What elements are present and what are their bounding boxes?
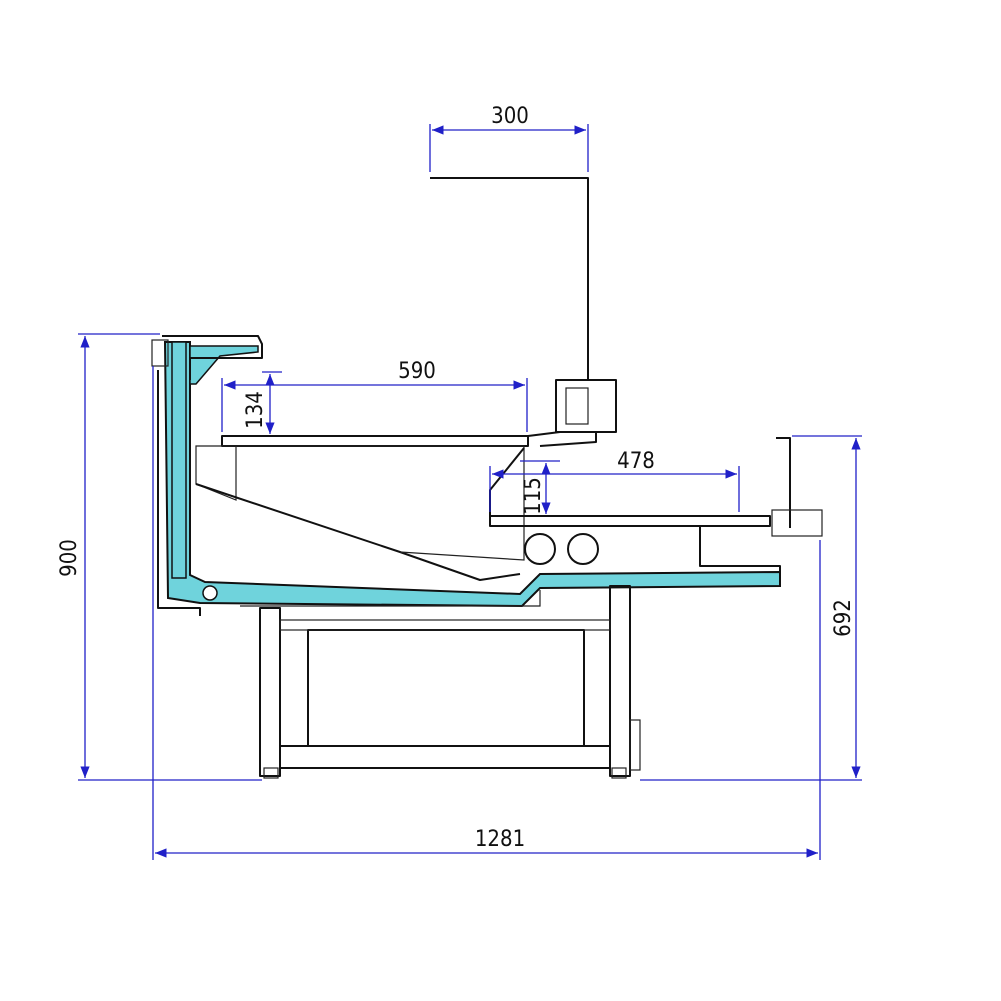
- canopy-arm: [430, 177, 589, 380]
- dim-label-300: 300: [491, 104, 529, 129]
- canopy-bracket-inner: [565, 387, 589, 425]
- dimension-lines: [78, 124, 862, 860]
- support-stand: [259, 585, 641, 779]
- canopy-glass-support: [430, 177, 617, 447]
- evaporator-fan-left: [524, 533, 556, 565]
- front-glass-upright: [776, 437, 791, 528]
- drain-fitting: [202, 585, 218, 601]
- front-sloped-wall: [489, 447, 525, 526]
- upper-deck-support: [195, 445, 237, 501]
- evaporator-housing: [236, 445, 525, 561]
- dim-label-115: 115: [521, 477, 546, 515]
- leveling-foot-front: [611, 767, 627, 779]
- rear-control-box: [151, 339, 169, 367]
- dim-label-692: 692: [831, 599, 856, 637]
- front-lower-panel: [699, 526, 781, 572]
- stand-top-rail: [279, 619, 611, 631]
- front-control-unit: [771, 509, 823, 537]
- evaporator-fan-right: [567, 533, 599, 565]
- dim-label-478: 478: [617, 449, 655, 474]
- dim-label-134: 134: [243, 391, 268, 429]
- tank-underside: [240, 590, 541, 607]
- dim-label-590: 590: [398, 359, 436, 384]
- front-leg: [609, 585, 631, 777]
- dim-label-900: 900: [57, 539, 82, 577]
- cabinet-outline: [151, 335, 823, 616]
- canopy-hinge: [527, 431, 597, 447]
- lower-display-deck: [489, 515, 771, 527]
- stand-cabinet: [307, 629, 585, 747]
- rear-top-cap: [162, 335, 263, 380]
- stand-bottom-rail: [279, 745, 611, 769]
- rear-wall-insulation: [171, 341, 187, 579]
- leveling-foot-rear: [263, 767, 279, 779]
- dimension-labels: 300 590 134 478 115 900 692 1281: [57, 104, 856, 852]
- rear-leg: [259, 607, 281, 777]
- sloped-evaporator-cover: [195, 483, 521, 581]
- side-panel-front: [629, 719, 641, 771]
- top-rear-insulation: [189, 345, 259, 385]
- rear-panel: [157, 370, 201, 616]
- dim-label-1281: 1281: [475, 827, 525, 852]
- upper-display-deck: [221, 435, 529, 447]
